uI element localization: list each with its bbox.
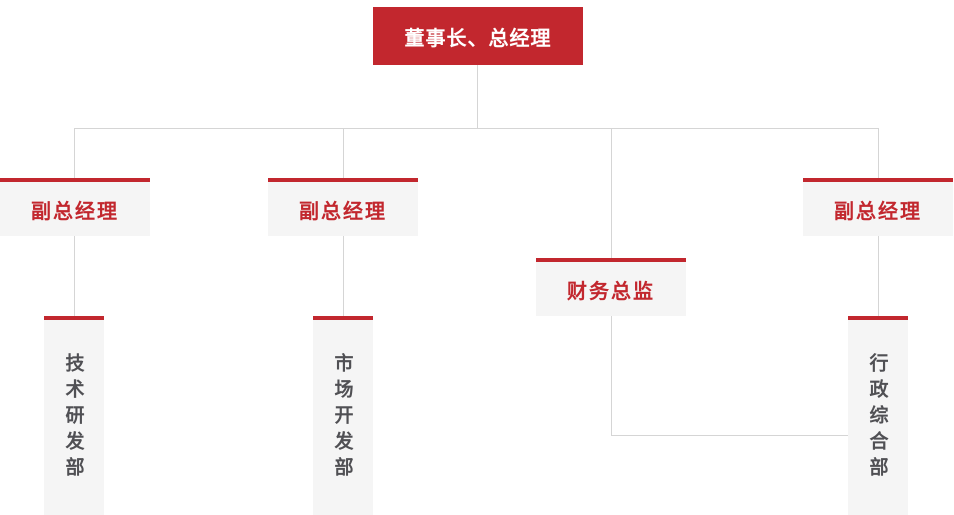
connector-vice-gm-3-to-admin-dept: [878, 236, 879, 316]
node-tech-rnd-department: 技术研发部: [44, 316, 104, 515]
node-admin-general-department-label: 行政综合部: [866, 352, 889, 483]
node-vice-general-manager-2-label: 副总经理: [299, 198, 387, 223]
node-chairman-general-manager-label: 董事长、总经理: [404, 25, 552, 50]
connector-drop-vice-gm-2: [343, 128, 344, 178]
node-market-development-department: 市场开发部: [313, 316, 373, 515]
node-vice-general-manager-3-label: 副总经理: [834, 198, 922, 223]
node-finance-director-label: 财务总监: [567, 278, 655, 303]
connector-drop-finance-director: [611, 128, 612, 258]
connector-vice-gm-1-to-tech-dept: [74, 236, 75, 316]
connector-drop-vice-gm-1: [74, 128, 75, 178]
node-vice-general-manager-2: 副总经理: [268, 178, 418, 236]
node-finance-director: 财务总监: [536, 258, 686, 316]
node-vice-general-manager-1: 副总经理: [0, 178, 150, 236]
connector-vice-gm-2-to-market-dept: [343, 236, 344, 316]
node-vice-general-manager-1-label: 副总经理: [31, 198, 119, 223]
connector-root-stem: [477, 65, 478, 128]
connector-finance-director-stem: [611, 316, 612, 436]
node-vice-general-manager-3: 副总经理: [803, 178, 953, 236]
node-chairman-general-manager: 董事长、总经理: [373, 7, 583, 65]
connector-drop-vice-gm-3: [878, 128, 879, 178]
node-tech-rnd-department-label: 技术研发部: [62, 352, 85, 483]
node-market-development-department-label: 市场开发部: [331, 352, 354, 483]
connector-main-horizontal: [74, 128, 879, 129]
connector-finance-director-to-admin-dept: [611, 435, 848, 436]
node-admin-general-department: 行政综合部: [848, 316, 908, 515]
